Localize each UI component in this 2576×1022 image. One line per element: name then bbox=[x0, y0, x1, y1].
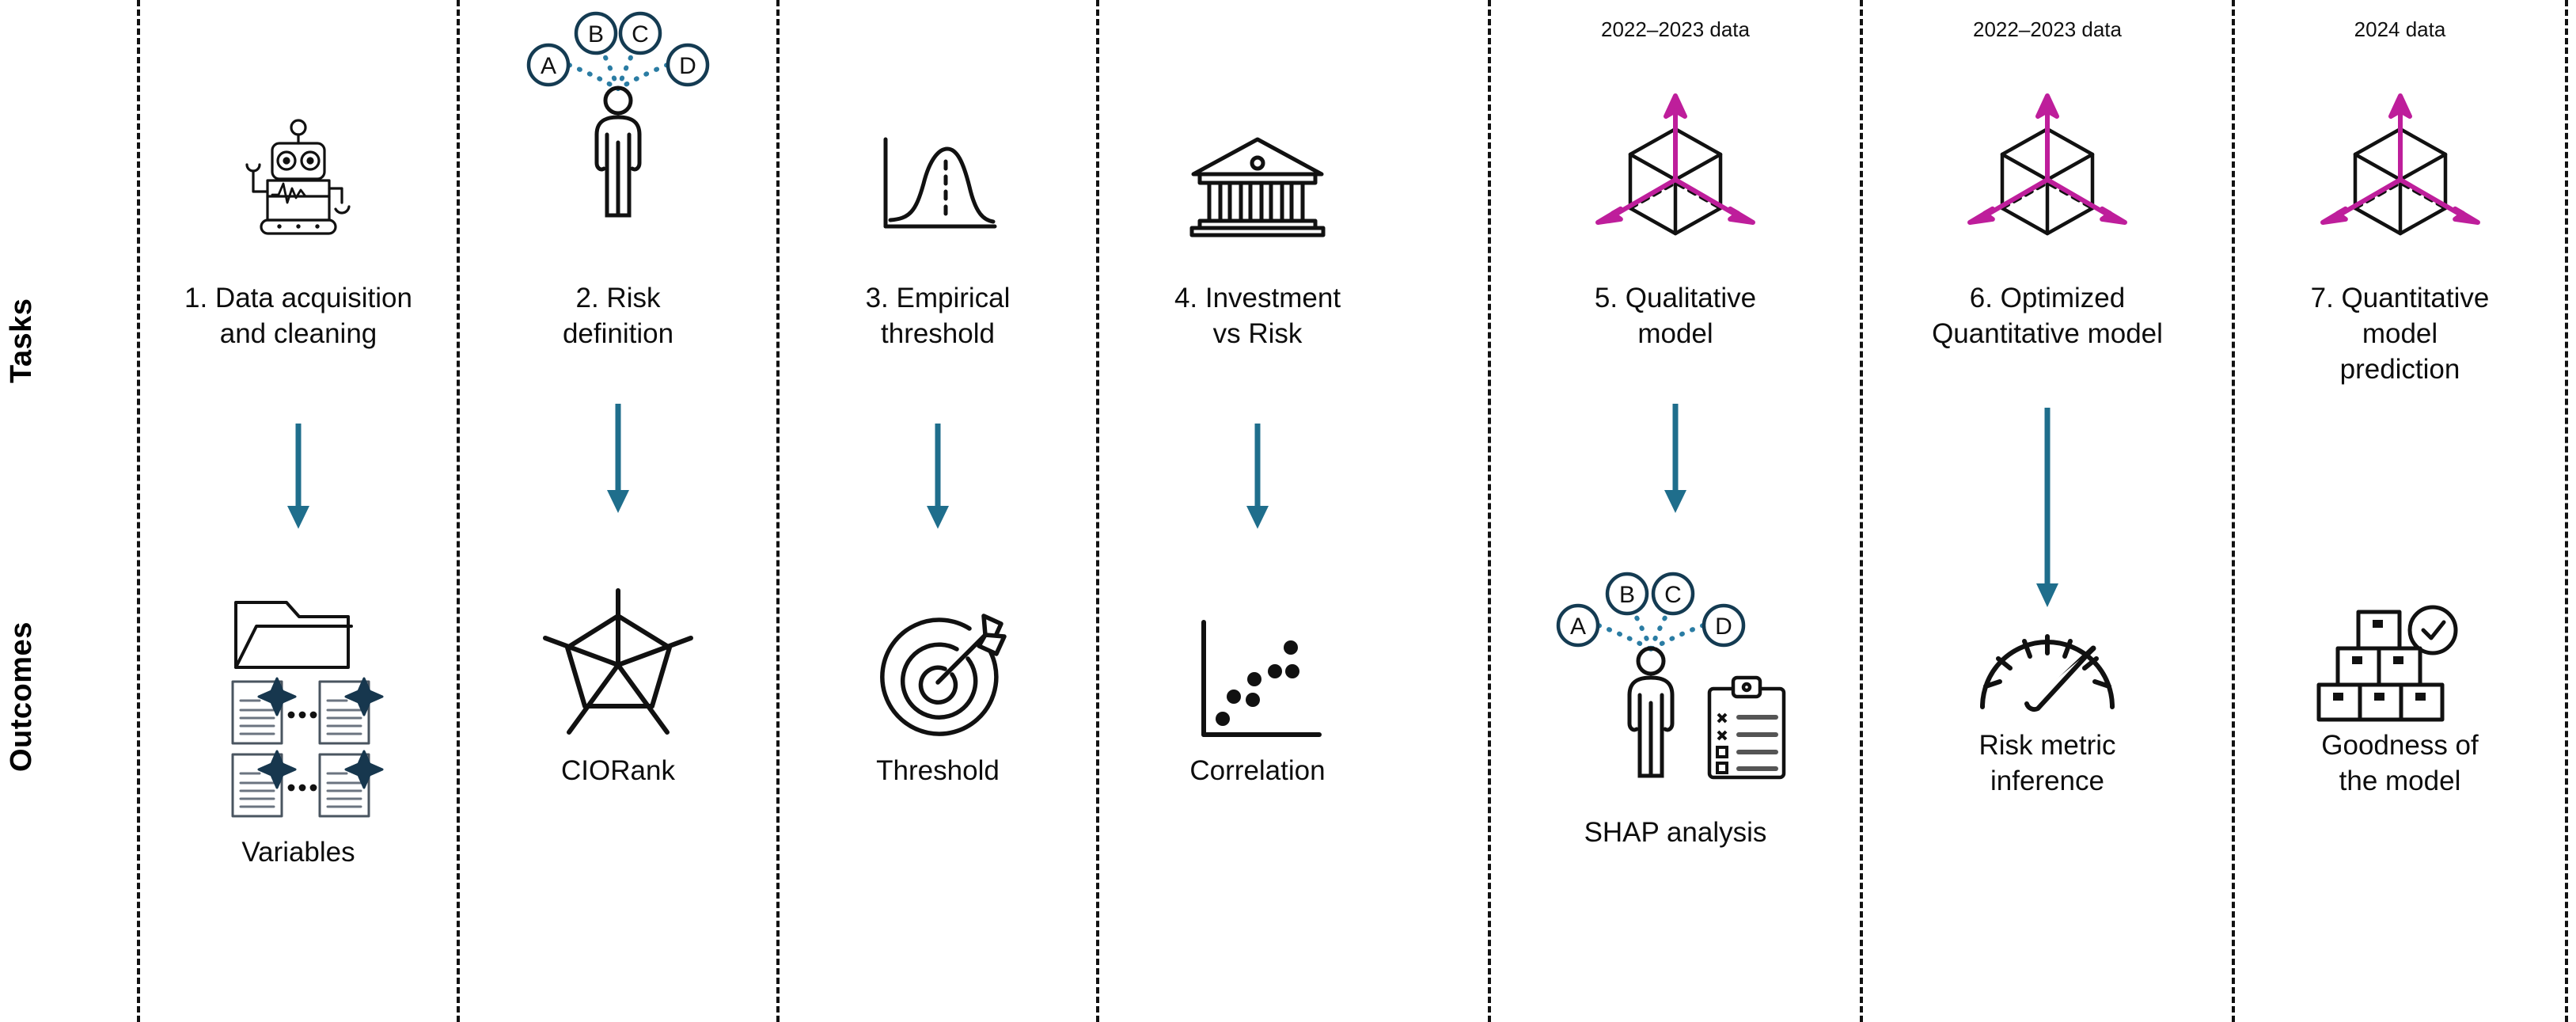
task-label-1: 1. Data acquisition and cleaning bbox=[140, 281, 457, 352]
task-icon-bank bbox=[1099, 135, 1416, 237]
column-7: 2024 data bbox=[2232, 0, 2568, 1022]
connector-arrow-2 bbox=[460, 404, 776, 515]
task-label-3: 3. Empirical threshold bbox=[780, 281, 1096, 352]
connector-arrow-1 bbox=[140, 424, 457, 530]
task-icon-cube-5 bbox=[1491, 91, 1860, 241]
row-label-outcomes: Outcomes bbox=[5, 621, 38, 772]
task-label-line: and cleaning bbox=[219, 317, 377, 349]
task-label-line: 3. Empirical bbox=[865, 283, 1011, 313]
outcome-icon-boxes-check bbox=[2235, 605, 2565, 722]
outcome-label-line: Goodness of bbox=[2321, 730, 2479, 761]
svg-text:C: C bbox=[632, 21, 649, 47]
column-5: 2022–2023 data bbox=[1488, 0, 1860, 1022]
task-icon-robot bbox=[140, 119, 457, 235]
task-icon-gaussian bbox=[780, 135, 1096, 237]
svg-text:A: A bbox=[541, 53, 556, 79]
svg-text:B: B bbox=[588, 21, 604, 47]
task-label-line: model bbox=[2362, 317, 2438, 349]
outcome-label-1: Variables bbox=[140, 835, 457, 871]
svg-text:D: D bbox=[679, 53, 696, 79]
period-caption-6: 2022–2023 data bbox=[1973, 17, 2122, 41]
outcome-label-line: the model bbox=[2339, 765, 2461, 796]
outcome-label-7: Goodness of the model bbox=[2235, 728, 2565, 800]
svg-text:B: B bbox=[1619, 582, 1635, 608]
outcome-label-2: CIORank bbox=[460, 754, 776, 789]
outcome-icon-target bbox=[780, 610, 1096, 752]
connector-arrow-5 bbox=[1491, 404, 1860, 515]
row-label-tasks: Tasks bbox=[5, 298, 38, 383]
svg-text:A: A bbox=[1570, 614, 1586, 640]
task-label-line: 5. Qualitative bbox=[1594, 283, 1757, 313]
outcome-label-line: inference bbox=[1990, 765, 2104, 796]
outcome-label-6: Risk metric inference bbox=[1863, 728, 2232, 800]
task-icon-cube-7 bbox=[2235, 91, 2565, 241]
connector-arrow-6 bbox=[1863, 408, 2232, 610]
outcome-label-3: Threshold bbox=[780, 754, 1096, 789]
outcome-label-line: SHAP analysis bbox=[1584, 817, 1767, 848]
outcome-label-line: CIORank bbox=[561, 755, 675, 786]
task-label-line: Quantitative model bbox=[1932, 317, 2163, 349]
task-label-line: 1. Data acquisition bbox=[184, 283, 412, 313]
outcome-icon-radar bbox=[460, 586, 776, 744]
connector-arrow-4 bbox=[1099, 424, 1416, 530]
column-2: A B C D 2. bbox=[457, 0, 776, 1022]
column-4: 4. Investment vs Risk bbox=[1096, 0, 1416, 1022]
task-label-line: 7. Quantitative bbox=[2310, 283, 2490, 313]
column-3: 3. Empirical threshold bbox=[776, 0, 1096, 1022]
task-label-line: prediction bbox=[2339, 353, 2460, 385]
task-label-4: 4. Investment vs Risk bbox=[1099, 281, 1416, 352]
task-label-line: 2. Risk bbox=[575, 283, 661, 313]
task-icon-cube-6 bbox=[1863, 91, 2232, 241]
task-label-line: model bbox=[1637, 317, 1713, 349]
task-label-line: 6. Optimized bbox=[1969, 283, 2126, 313]
outcome-label-5: SHAP analysis bbox=[1491, 815, 1860, 851]
svg-text:D: D bbox=[1715, 614, 1732, 640]
outcome-label-line: Threshold bbox=[876, 755, 1000, 786]
task-label-line: vs Risk bbox=[1212, 317, 1303, 349]
outcome-label-line: Correlation bbox=[1189, 755, 1326, 786]
outcome-icon-scatter bbox=[1099, 617, 1416, 748]
connector-arrow-3 bbox=[780, 424, 1096, 530]
outcome-label-4: Correlation bbox=[1099, 754, 1416, 789]
outcome-icon-gauge bbox=[1863, 614, 2232, 716]
task-label-5: 5. Qualitative model bbox=[1491, 281, 1860, 352]
period-caption-7: 2024 data bbox=[2354, 17, 2446, 41]
task-label-2: 2. Risk definition bbox=[460, 281, 776, 352]
svg-text:C: C bbox=[1664, 582, 1682, 608]
task-label-line: threshold bbox=[881, 317, 995, 349]
column-1: 1. Data acquisition and cleaning bbox=[137, 0, 457, 1022]
period-caption-5: 2022–2023 data bbox=[1601, 17, 1750, 41]
task-label-7: 7. Quantitative model prediction bbox=[2235, 281, 2565, 387]
task-icon-person-options: A B C D bbox=[460, 11, 776, 237]
task-label-line: 4. Investment bbox=[1174, 283, 1341, 313]
outcome-label-line: Risk metric bbox=[1978, 730, 2116, 761]
outcome-label-line: Variables bbox=[241, 837, 355, 868]
outcome-icon-variables bbox=[140, 590, 457, 819]
outcome-icon-shap: A B C D bbox=[1491, 572, 1860, 807]
task-label-line: definition bbox=[562, 317, 674, 349]
task-label-6: 6. Optimized Quantitative model bbox=[1863, 281, 2232, 352]
column-6: 2022–2023 data bbox=[1860, 0, 2232, 1022]
